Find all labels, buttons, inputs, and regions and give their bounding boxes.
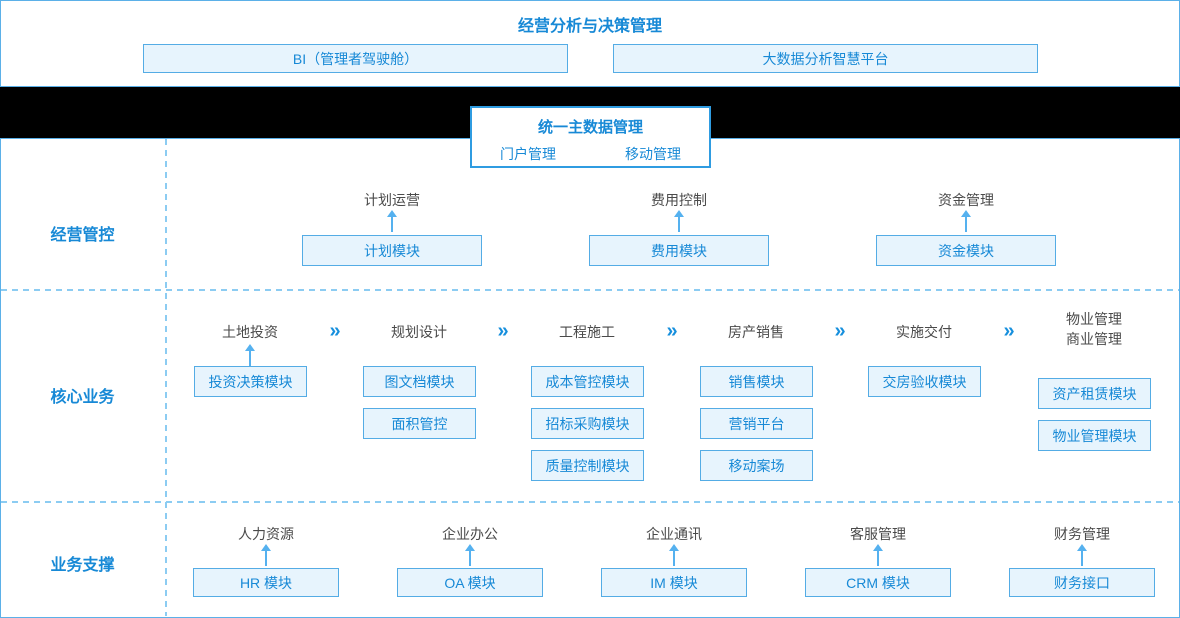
column-finance-management: 财务管理 财务接口 (1007, 527, 1157, 597)
module-box: 销售模块 (700, 366, 813, 397)
up-arrow-icon (1077, 544, 1087, 566)
module-box: 面积管控 (363, 408, 476, 439)
column-header: 工程施工 (559, 324, 615, 340)
up-arrow-icon (465, 544, 475, 566)
column-header-line2: 商业管理 (1066, 331, 1122, 347)
column-planning-design: 规划设计 图文档模块 面积管控 (359, 310, 479, 510)
column-header: 计划运营 (364, 192, 420, 208)
module-box: 质量控制模块 (531, 450, 644, 481)
column-land-investment: 土地投资 投资决策模块 (190, 310, 310, 510)
column-header: 客服管理 (850, 526, 906, 542)
column-header: 企业通讯 (646, 526, 702, 542)
chevron-right-icon: » (497, 320, 509, 342)
horizontal-dashed-divider-2 (1, 501, 1179, 503)
bigdata-platform-box: 大数据分析智慧平台 (613, 44, 1038, 73)
column-property-commercial-management: 物业管理 商业管理 资产租赁模块 物业管理模块 (1034, 310, 1154, 510)
master-data-box: 统一主数据管理 门户管理 移动管理 (470, 106, 711, 168)
horizontal-dashed-divider-1 (1, 289, 1179, 291)
module-box: 费用模块 (589, 235, 769, 266)
vertical-dashed-divider (165, 139, 167, 616)
analysis-section-title: 经营分析与决策管理 (517, 18, 662, 35)
column-header: 实施交付 (896, 324, 952, 340)
module-box: 招标采购模块 (531, 408, 644, 439)
mobile-management-item: 移动管理 (625, 146, 681, 162)
up-arrow-icon (674, 210, 684, 232)
column-header: 财务管理 (1054, 526, 1110, 542)
module-box: HR 模块 (193, 568, 339, 597)
chevron-right-icon: » (834, 320, 846, 342)
module-box: 交房验收模块 (868, 366, 981, 397)
module-box: 营销平台 (700, 408, 813, 439)
module-box: 成本管控模块 (531, 366, 644, 397)
module-box: IM 模块 (601, 568, 747, 597)
column-implementation-delivery: 实施交付 交房验收模块 (864, 310, 984, 510)
column-enterprise-communication: 企业通讯 IM 模块 (599, 527, 749, 597)
chevron-right-icon: » (666, 320, 678, 342)
bi-platform-box: BI（管理者驾驶舱） (143, 44, 568, 73)
column-header: 土地投资 (222, 324, 278, 340)
row-label-core-business: 核心业务 (50, 389, 115, 406)
row-label-business-support: 业务支撑 (50, 557, 115, 574)
module-box: 物业管理模块 (1038, 420, 1151, 451)
column-customer-service: 客服管理 CRM 模块 (803, 527, 953, 597)
module-box: 财务接口 (1009, 568, 1155, 597)
portal-management-item: 门户管理 (500, 146, 556, 162)
column-header: 企业办公 (442, 526, 498, 542)
chevron-right-icon: » (329, 320, 341, 342)
master-data-title: 统一主数据管理 (537, 119, 643, 136)
up-arrow-icon (669, 544, 679, 566)
column-header: 规划设计 (391, 324, 447, 340)
chevron-right-icon: » (1003, 320, 1015, 342)
column-fund-management: 资金管理 资金模块 (876, 193, 1056, 266)
up-arrow-icon (387, 210, 397, 232)
up-arrow-icon (873, 544, 883, 566)
row-label-operation-control: 经营管控 (50, 227, 115, 244)
up-arrow-icon (245, 344, 255, 366)
module-box: 资产租赁模块 (1038, 378, 1151, 409)
module-box: 投资决策模块 (194, 366, 307, 397)
column-header: 费用控制 (651, 192, 707, 208)
column-property-sales: 房产销售 销售模块 营销平台 移动案场 (696, 310, 816, 510)
module-box: OA 模块 (397, 568, 543, 597)
column-header: 人力资源 (238, 526, 294, 542)
column-header: 资金管理 (938, 192, 994, 208)
column-enterprise-office: 企业办公 OA 模块 (395, 527, 545, 597)
module-box: 移动案场 (700, 450, 813, 481)
module-box: 图文档模块 (363, 366, 476, 397)
module-box: 资金模块 (876, 235, 1056, 266)
up-arrow-icon (261, 544, 271, 566)
module-box: CRM 模块 (805, 568, 951, 597)
up-arrow-icon (961, 210, 971, 232)
column-human-resources: 人力资源 HR 模块 (191, 527, 341, 597)
module-box: 计划模块 (302, 235, 482, 266)
column-header-line1: 物业管理 (1066, 311, 1122, 327)
column-plan-operation: 计划运营 计划模块 (302, 193, 482, 266)
column-cost-control: 费用控制 费用模块 (589, 193, 769, 266)
column-engineering-construction: 工程施工 成本管控模块 招标采购模块 质量控制模块 (527, 310, 647, 510)
column-header: 房产销售 (728, 324, 784, 340)
analysis-section: 经营分析与决策管理 BI（管理者驾驶舱） 大数据分析智慧平台 (0, 0, 1180, 87)
